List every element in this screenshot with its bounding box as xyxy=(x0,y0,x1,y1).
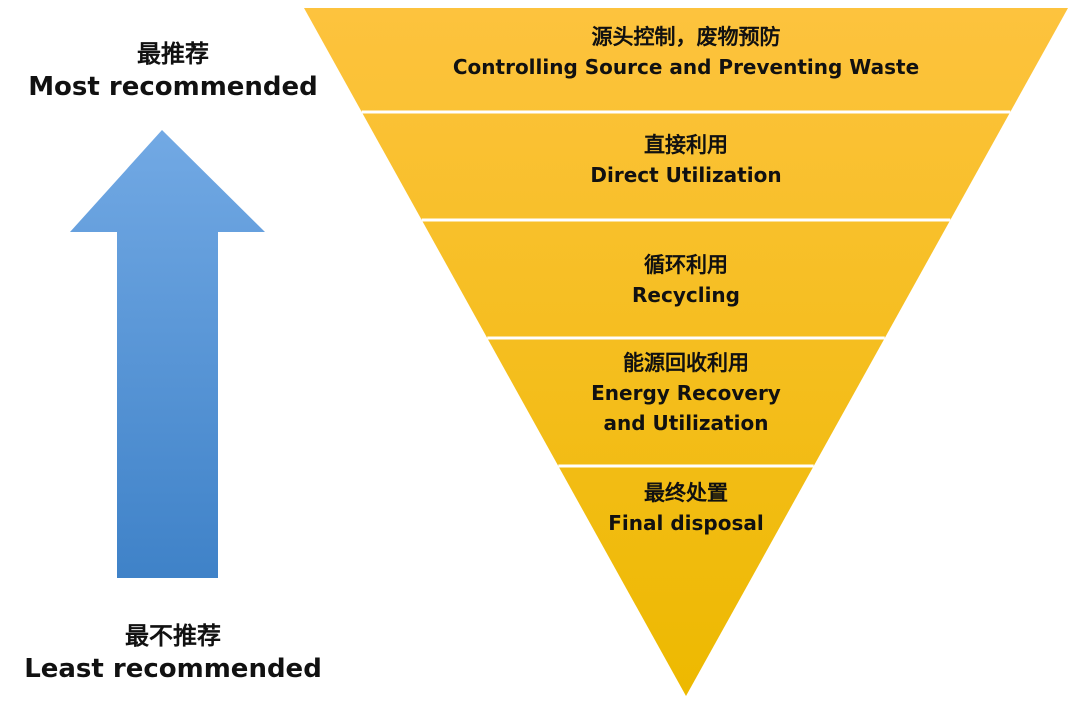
tier-4-zh: 能源回收利用 xyxy=(623,351,749,375)
arrow-up-icon xyxy=(70,130,265,578)
least-recommended-zh: 最不推荐 xyxy=(125,622,221,650)
most-recommended-zh: 最推荐 xyxy=(137,40,209,68)
most-recommended-label: 最推荐 Most recommended xyxy=(0,38,346,104)
tier-1-zh: 源头控制，废物预防 xyxy=(591,25,781,49)
tier-4-label: 能源回收利用 Energy Recovery and Utilization xyxy=(406,348,966,438)
tier-2-en-line-1: Direct Utilization xyxy=(590,163,782,187)
tier-2-zh: 直接利用 xyxy=(644,133,728,157)
least-recommended-label: 最不推荐 Least recommended xyxy=(0,620,346,686)
tier-5-zh: 最终处置 xyxy=(644,481,728,505)
tier-2-label: 直接利用 Direct Utilization xyxy=(406,130,966,190)
tier-5-en-line-1: Final disposal xyxy=(608,511,764,535)
tier-4-en-line-1: Energy Recovery xyxy=(591,381,781,405)
pyramid-body xyxy=(304,8,1068,696)
most-recommended-en: Most recommended xyxy=(28,72,318,102)
tier-3-label: 循环利用 Recycling xyxy=(406,250,966,310)
least-recommended-en: Least recommended xyxy=(24,654,322,684)
tier-1-en-line-1: Controlling Source and Preventing Waste xyxy=(452,55,920,79)
tier-1-label: 源头控制，废物预防 Controlling Source and Preventi… xyxy=(406,22,966,82)
tier-3-zh: 循环利用 xyxy=(644,253,728,277)
tier-3-en-line-1: Recycling xyxy=(632,283,740,307)
tier-5-label: 最终处置 Final disposal xyxy=(406,478,966,538)
tier-4-en-line-2: and Utilization xyxy=(603,411,769,435)
